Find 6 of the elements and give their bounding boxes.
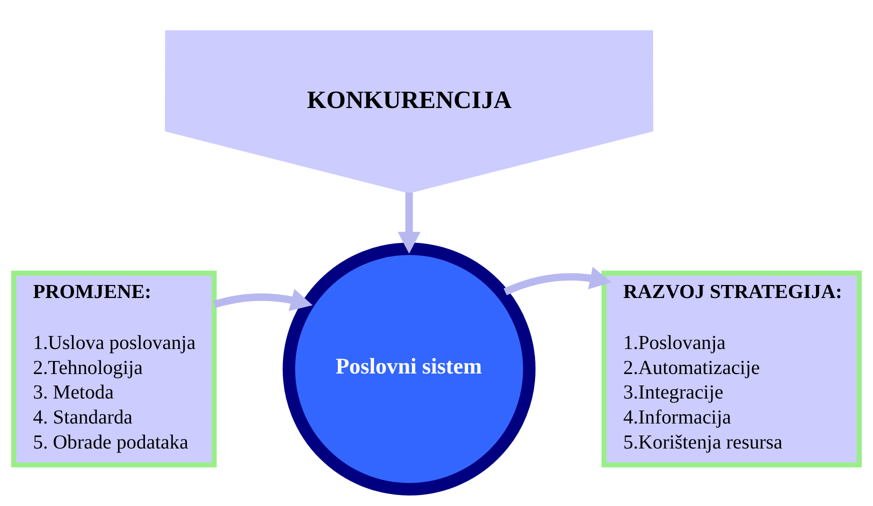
node-circle: Poslovni sistem <box>282 242 536 496</box>
node-box: RAZVOJ STRATEGIJA: 1.Poslovanja 2.Automatizacije 3.Integracije 4.Informacija 5.Korištenja resursa <box>602 270 862 468</box>
arrow <box>398 192 420 254</box>
node-box: PROMJENE: 1.Uslova poslovanja 2.Tehnologija 3. Metoda 4. Standarda 5. Obrade podataka <box>11 270 217 468</box>
arrow <box>504 266 612 296</box>
arrow <box>213 288 313 312</box>
